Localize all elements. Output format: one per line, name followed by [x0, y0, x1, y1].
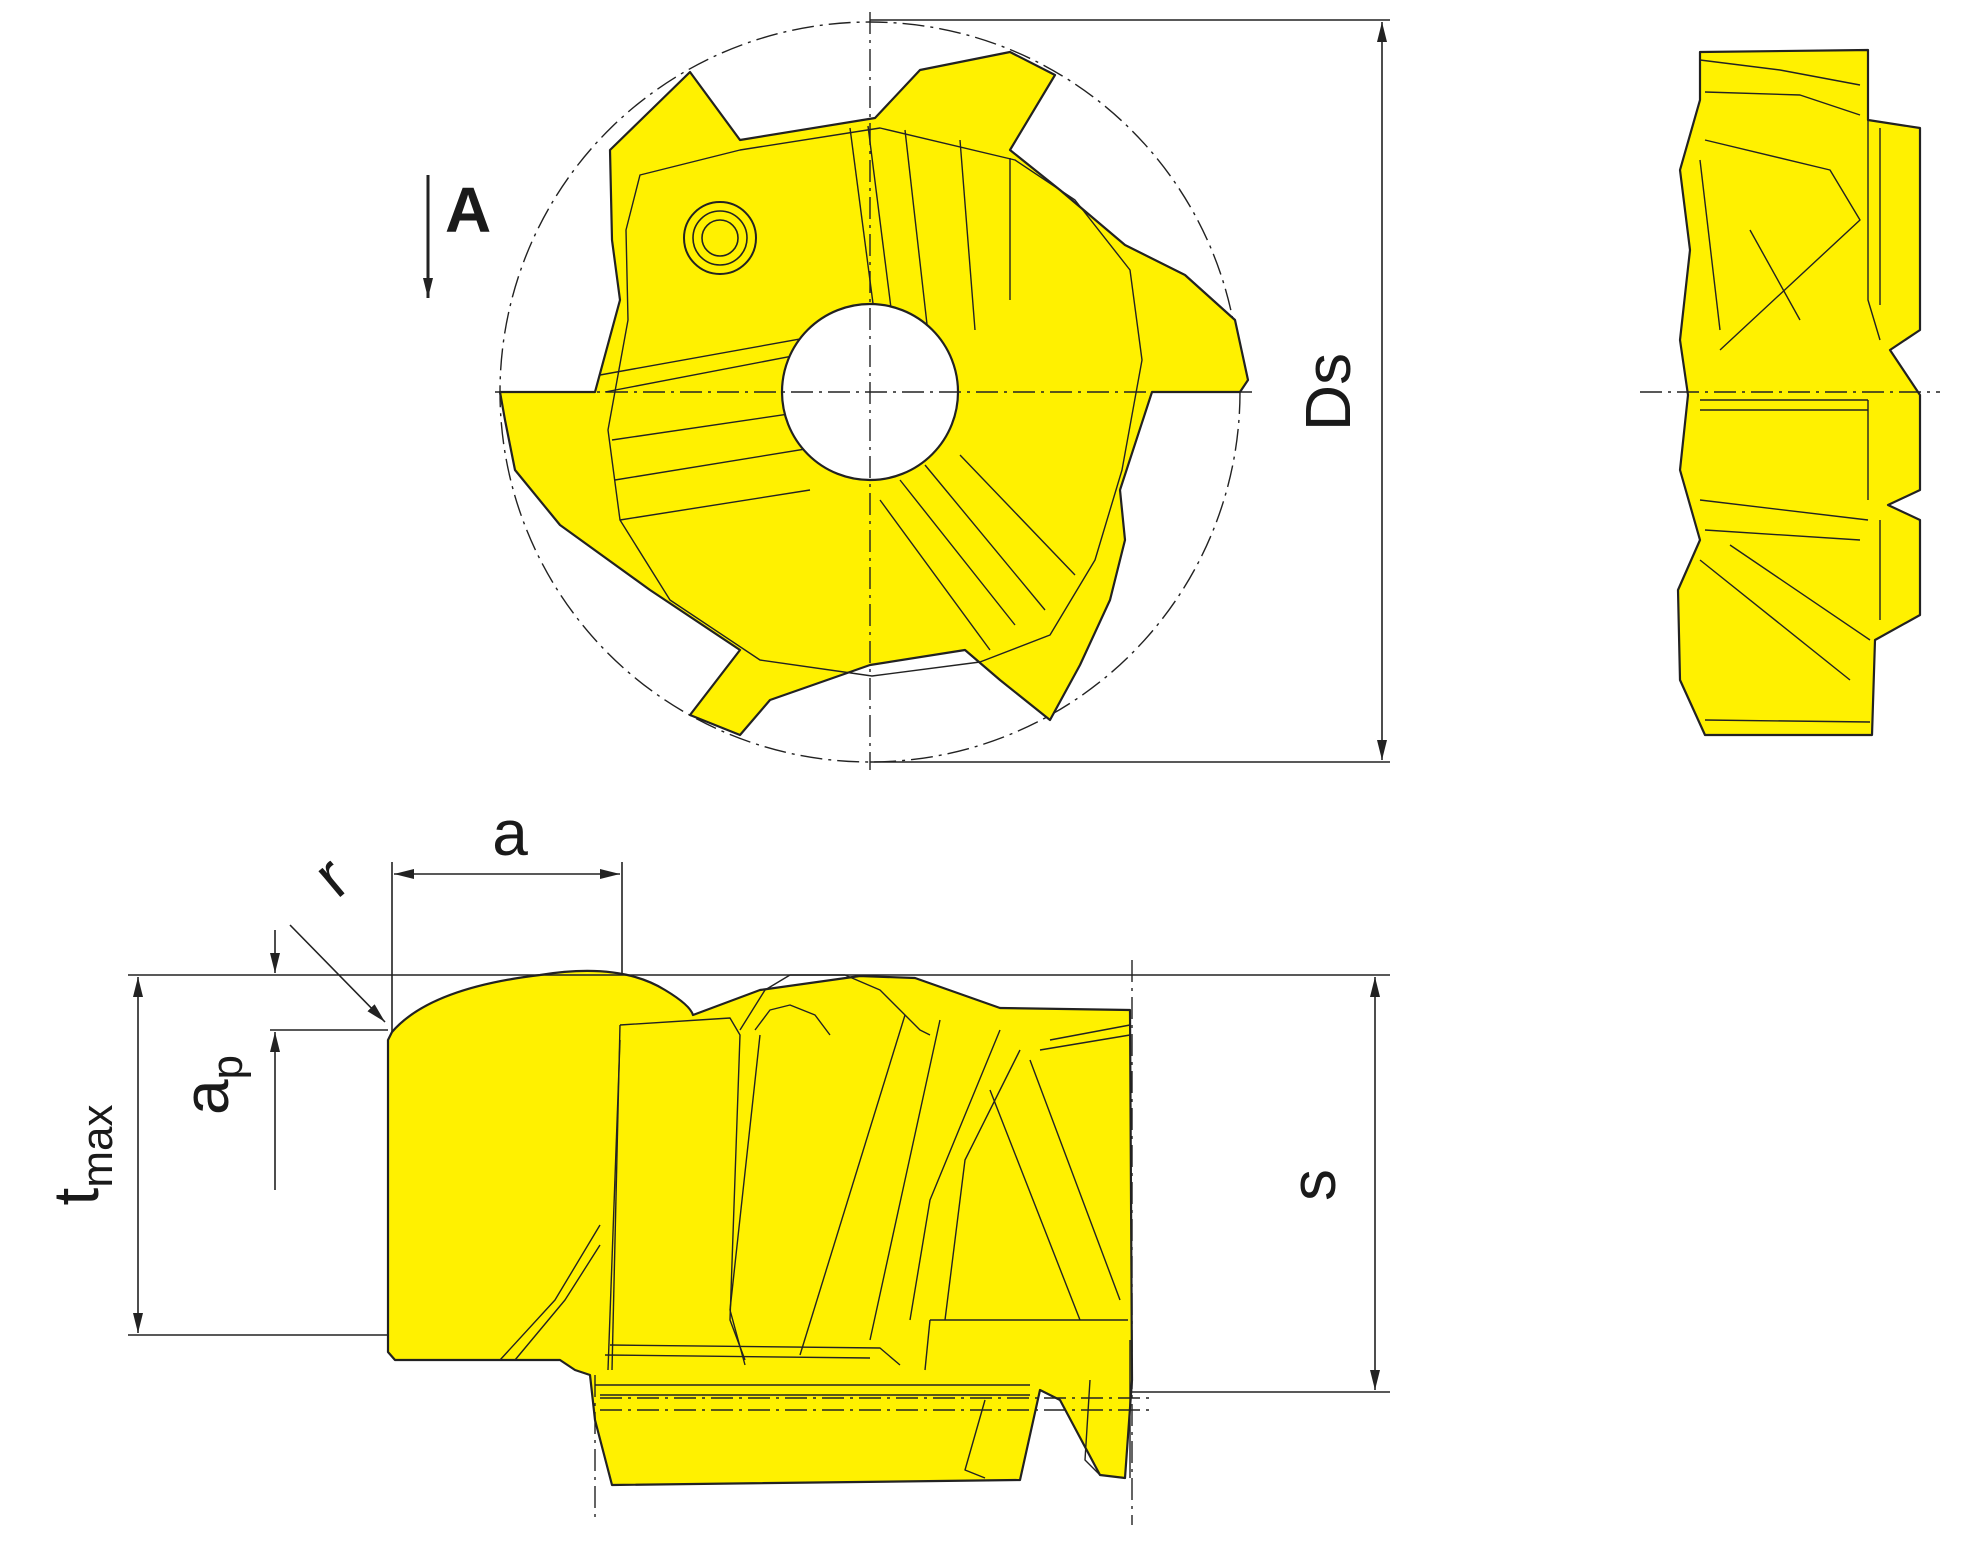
ap-label: ap [170, 1055, 252, 1115]
insert-profile-body [386, 969, 1134, 1487]
r-label: r [300, 842, 363, 911]
r-leader [289, 924, 386, 1023]
profile-view: a r ap tmax s [40, 797, 1390, 1525]
ds-label: Ds [1292, 353, 1364, 431]
side-view-facets [1699, 59, 1881, 723]
view-arrow-label: A [445, 174, 491, 246]
insert-front-inner-ring [607, 127, 1143, 677]
s-label: s [1277, 1169, 1349, 1201]
tmax-label: tmax [40, 1105, 122, 1206]
profile-facets [499, 974, 1131, 1479]
a-label: a [492, 797, 528, 869]
front-view: A Ds [423, 12, 1390, 770]
screw-hole [683, 201, 757, 275]
side-view [1640, 48, 1940, 737]
